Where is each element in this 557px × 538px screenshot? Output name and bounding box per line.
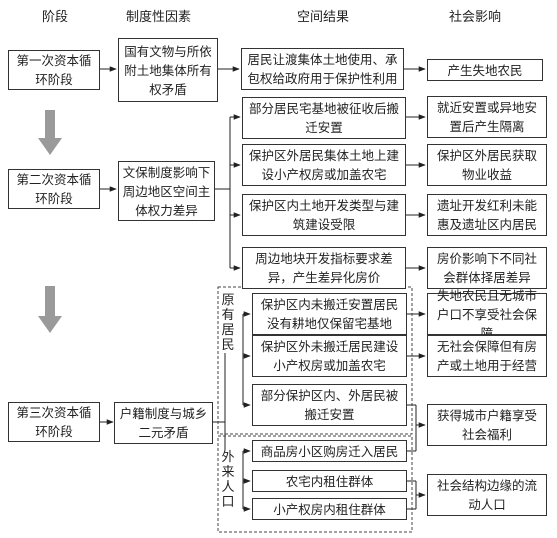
impact-4-box: 遗址开发红利未能惠及遗址区内居民 bbox=[427, 194, 547, 236]
result-6-box: 保护区内未搬迁安置居民没有耕地仅保留宅基地 bbox=[252, 293, 407, 335]
header-factor: 制度性因素 bbox=[126, 10, 192, 25]
result-7-box: 保护区外未搬迁居民建设小产权房或加盖农宅 bbox=[252, 335, 407, 377]
stage-3-box: 第三次资本循环阶段 bbox=[8, 402, 100, 442]
impact-9-box: 社会结构边缘的流动人口 bbox=[427, 474, 547, 516]
incoming-population-frame bbox=[217, 435, 413, 533]
result-4-box: 保护区内土地开发类型与建筑建设受限 bbox=[242, 194, 406, 236]
result-8-box: 部分保护区内、外居民被搬迁安置 bbox=[252, 384, 407, 426]
impact-7-box: 无社会保障但有房产或土地用于经营 bbox=[427, 335, 547, 377]
result-2-box: 部分居民宅基地被征收后搬迁安置 bbox=[242, 97, 406, 139]
impact-1-box: 产生失地农民 bbox=[427, 59, 543, 81]
impact-6-box: 失地农民且无城市户口不享受社会保障 bbox=[427, 288, 547, 341]
impact-2-box: 就近安置或异地安置后产生隔离 bbox=[427, 96, 547, 138]
impact-3-box: 保护区外居民获取物业收益 bbox=[427, 144, 547, 186]
result-11-box: 小产权房内租住群体 bbox=[252, 498, 407, 520]
stage-1-box: 第一次资本循环阶段 bbox=[8, 50, 100, 90]
factor-1-box: 国有文物与所依附土地集体所有权矛盾 bbox=[118, 38, 218, 102]
result-10-box: 农宅内租住群体 bbox=[252, 470, 407, 492]
header-social-impact: 社会影响 bbox=[449, 10, 502, 25]
header-spatial-result: 空间结果 bbox=[297, 10, 350, 25]
stage-2-box: 第二次资本循环阶段 bbox=[8, 169, 100, 209]
result-9-box: 商品房小区购房迁入居民 bbox=[252, 440, 407, 462]
factor-3-box: 户籍制度与城乡二元矛盾 bbox=[114, 402, 213, 444]
impact-5-box: 房价影响下不同社会群体择居差异 bbox=[427, 247, 547, 289]
header-stage: 阶段 bbox=[42, 10, 69, 25]
result-1-box: 居民让渡集体土地使用、承包权给政府用于保护性利用 bbox=[241, 48, 404, 90]
factor-2-box: 文保制度影响下周边地区空间主体权力差异 bbox=[118, 161, 215, 221]
result-5-box: 周边地块开发指标要求差异，产生差异化房价 bbox=[242, 247, 406, 289]
incoming-population-label: 外来人口 bbox=[220, 450, 236, 510]
impact-8-box: 获得城市户籍享受社会福利 bbox=[427, 404, 547, 446]
original-residents-label: 原有居民 bbox=[220, 293, 236, 353]
result-3-box: 保护区外居民集体土地上建设小产权房或加盖农宅 bbox=[242, 144, 406, 186]
